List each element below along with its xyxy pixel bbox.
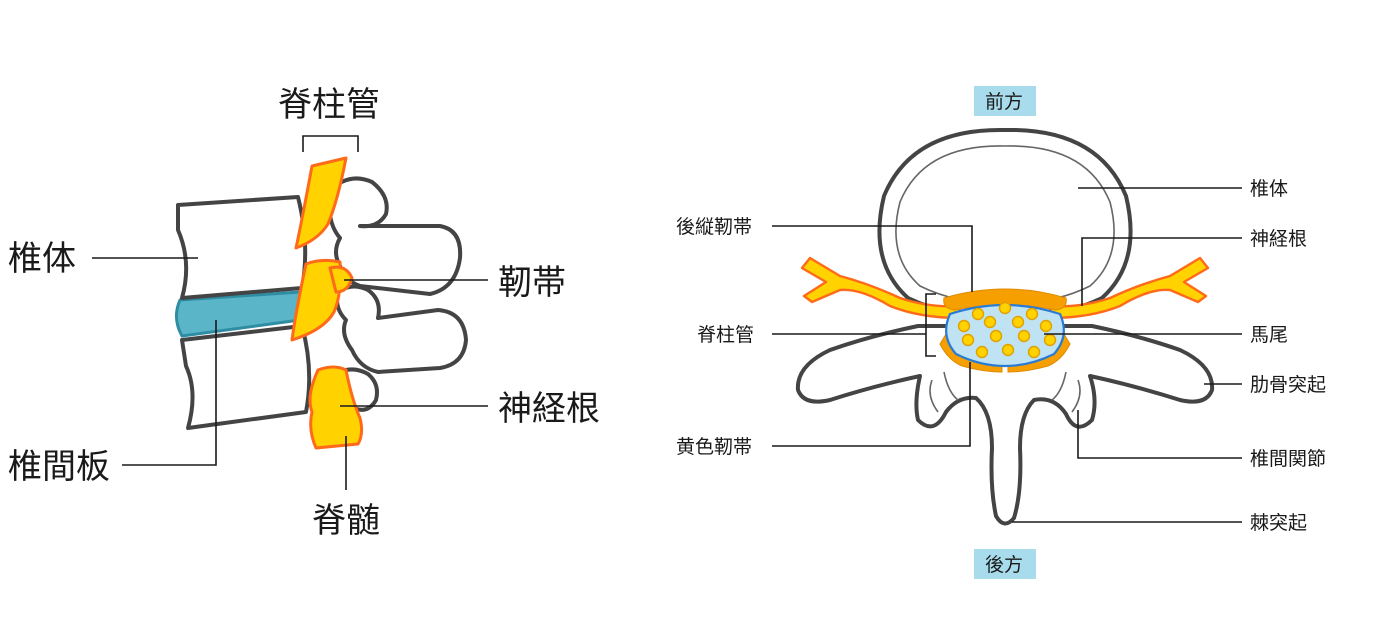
ligamentum-flavum-leader bbox=[772, 362, 971, 447]
posterior-longitudinal-ligament-label: 後縦靭帯 bbox=[676, 216, 752, 238]
facet-detail-right bbox=[1051, 371, 1081, 413]
nerve-fiber-7 bbox=[1039, 319, 1053, 333]
lateral-intervertebral-disc-label: 椎間板 bbox=[8, 447, 110, 487]
anterior-tag-bg bbox=[974, 86, 1036, 116]
axial-nerve-root-leader bbox=[1081, 237, 1242, 306]
axial-spinal-canal-label: 脊柱管 bbox=[697, 324, 754, 346]
left-nerve-root bbox=[800, 256, 962, 320]
lateral-ligament-label: 靭帯 bbox=[498, 263, 566, 303]
intervertebral-disc-leader bbox=[122, 320, 217, 466]
posterior-arch bbox=[795, 324, 1215, 526]
spinal-cord-mid-segment bbox=[290, 258, 342, 342]
spinal-canal-bracket bbox=[302, 135, 359, 152]
right-nerve-root bbox=[1048, 256, 1210, 320]
lateral-spinal-canal-label: 脊柱管 bbox=[278, 85, 380, 125]
nerve-fiber-13 bbox=[1001, 343, 1015, 357]
nerve-fiber-9 bbox=[989, 329, 1003, 343]
nerve-fiber-4 bbox=[957, 319, 971, 333]
nerve-fiber-5 bbox=[983, 315, 997, 329]
costal-process-label: 肋骨突起 bbox=[1250, 374, 1326, 396]
facet-joint-label: 椎間関節 bbox=[1250, 448, 1326, 470]
posterior-longitudinal-ligament-leader bbox=[772, 225, 973, 292]
upper-vertebral-body bbox=[176, 195, 308, 300]
nerve-fiber-6 bbox=[1011, 315, 1025, 329]
lateral-vertebral-body-label: 椎体 bbox=[8, 239, 76, 279]
lateral-spinal-cord-label: 脊髄 bbox=[312, 501, 380, 541]
cauda-equina-label: 馬尾 bbox=[1250, 324, 1288, 346]
lateral-view: 脊柱管 椎体 靭帯 神経根 椎間板 脊髄 bbox=[8, 85, 600, 541]
posterior-longitudinal-ligament-shape bbox=[943, 288, 1067, 311]
upper-posterior-process bbox=[327, 176, 463, 296]
axial-nerve-root-label: 神経根 bbox=[1250, 228, 1307, 250]
lower-vertebral-body bbox=[180, 324, 312, 430]
nerve-fiber-11 bbox=[1043, 333, 1057, 347]
axial-view: 前方 後方 椎体 神経根 後縦靭帯 bbox=[676, 86, 1326, 579]
nerve-fiber-12 bbox=[975, 345, 989, 359]
cauda-equina-bundle bbox=[957, 301, 1057, 359]
lower-posterior-process bbox=[335, 284, 468, 374]
nerve-fiber-8 bbox=[961, 333, 975, 347]
lateral-nerve-root-label: 神経根 bbox=[498, 389, 600, 429]
axial-vertebral-body-label: 椎体 bbox=[1250, 178, 1288, 200]
posterior-label: 後方 bbox=[985, 554, 1023, 576]
nerve-fiber-1 bbox=[971, 307, 985, 321]
anterior-label: 前方 bbox=[985, 91, 1023, 113]
facet-joint-leader bbox=[1077, 410, 1242, 459]
facet-detail-left bbox=[929, 371, 959, 413]
posterior-tag-bg bbox=[974, 549, 1036, 579]
ligament-patch bbox=[328, 265, 354, 294]
nerve-fiber-10 bbox=[1017, 329, 1031, 343]
nerve-fiber-14 bbox=[1027, 345, 1041, 359]
axial-spinal-canal-bracket bbox=[925, 293, 936, 357]
nerve-fiber-2 bbox=[998, 301, 1012, 315]
ligamentum-flavum-label: 黄色靭帯 bbox=[676, 436, 752, 458]
spinal-cord-upper-segment bbox=[294, 156, 348, 250]
nerve-fiber-3 bbox=[1025, 307, 1039, 321]
spinous-process-label: 棘突起 bbox=[1250, 512, 1307, 534]
spinal-cord-lower-segment bbox=[308, 365, 364, 450]
